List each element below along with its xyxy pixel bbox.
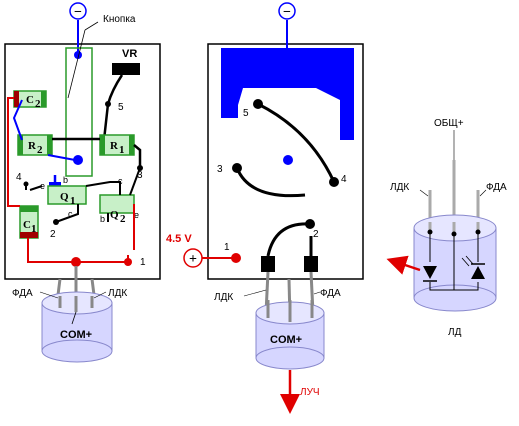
left-minus-sign: − [74, 5, 82, 20]
c1-letter: C [23, 219, 31, 231]
left-pin-4: 4 [16, 172, 22, 183]
right-laser-diode: ОБЩ+ ЛДК ФДА ЛД [386, 118, 507, 338]
r1-letter: R [110, 140, 119, 152]
q1-pin-e: e [40, 181, 45, 191]
middle-board: − 5 4 3 2 + 4.5 V 1 [166, 2, 364, 280]
r2-letter: R [28, 140, 37, 152]
plus-sign: + [189, 252, 197, 267]
r1-sub: 1 [119, 144, 125, 156]
middle-com-label: COM+ [270, 334, 302, 346]
q2-pin-e: e [134, 210, 139, 220]
middle-minus-sign: − [283, 5, 291, 20]
r2-sub: 2 [37, 144, 43, 156]
left-com-label: COM+ [60, 329, 92, 341]
left-minus-terminal: − [69, 2, 87, 55]
laser-diode-symbol [423, 266, 437, 279]
middle-pin-1: 1 [224, 242, 230, 253]
c2-letter: C [26, 94, 34, 106]
beam-label: ЛУЧ [300, 387, 320, 398]
vr-label: VR [122, 48, 137, 60]
left-pin-5: 5 [118, 102, 124, 113]
right-ldk-label: ЛДК [390, 182, 409, 193]
q1-pin-c: c [68, 209, 73, 219]
middle-pin-5: 5 [243, 108, 249, 119]
photodiode-symbol [471, 266, 485, 279]
q1-sub: 1 [70, 195, 76, 207]
left-fda-label: ФДА [12, 288, 33, 299]
middle-pin-2: 2 [313, 229, 319, 240]
emission-arrow [386, 255, 421, 275]
c1-sub: 1 [31, 223, 37, 235]
middle-photodetector: COM+ ЛДК ФДА ЛУЧ [214, 271, 341, 414]
voltage-label: 4.5 V [166, 233, 192, 245]
left-photodetector: COM+ ФДА ЛДК [12, 266, 127, 363]
q2-letter: Q [110, 209, 119, 221]
left-pin-1: 1 [140, 257, 146, 268]
q1-pin-b: b [63, 175, 68, 185]
ground-plane [221, 48, 354, 140]
left-board: − Кнопка VR 5 C 2 R 2 [4, 2, 161, 280]
middle-minus-terminal: − [278, 2, 296, 48]
button-pad [283, 155, 293, 165]
transistor-q1: Q 1 [47, 185, 87, 207]
ld-label: ЛД [448, 327, 462, 338]
knopka-label: Кнопка [103, 14, 136, 25]
c2-sub: 2 [35, 98, 41, 110]
resistor-r2: R 2 [17, 134, 53, 156]
middle-pin-3: 3 [217, 164, 223, 175]
button-contact-bottom [73, 155, 83, 165]
left-pin-2: 2 [50, 229, 56, 240]
resistor-r1: R 1 [99, 134, 135, 156]
right-fda-label: ФДА [486, 182, 507, 193]
knopka-pointer [67, 29, 86, 99]
left-ldk-label: ЛДК [108, 288, 127, 299]
vr-component [112, 63, 140, 75]
button-contact-top [74, 51, 82, 59]
q1-letter: Q [60, 191, 69, 203]
q2-sub: 2 [120, 213, 126, 225]
left-pin-3: 3 [137, 170, 143, 181]
capacitor-c2: C 2 [13, 90, 47, 110]
button-outline [65, 47, 93, 177]
middle-pin-4: 4 [341, 174, 347, 185]
capacitor-c1: C 1 [19, 205, 39, 239]
common-label: ОБЩ+ [434, 118, 464, 129]
middle-fda-label: ФДА [320, 288, 341, 299]
q2-pin-b: b [100, 214, 105, 224]
middle-ldk-label: ЛДК [214, 292, 233, 303]
